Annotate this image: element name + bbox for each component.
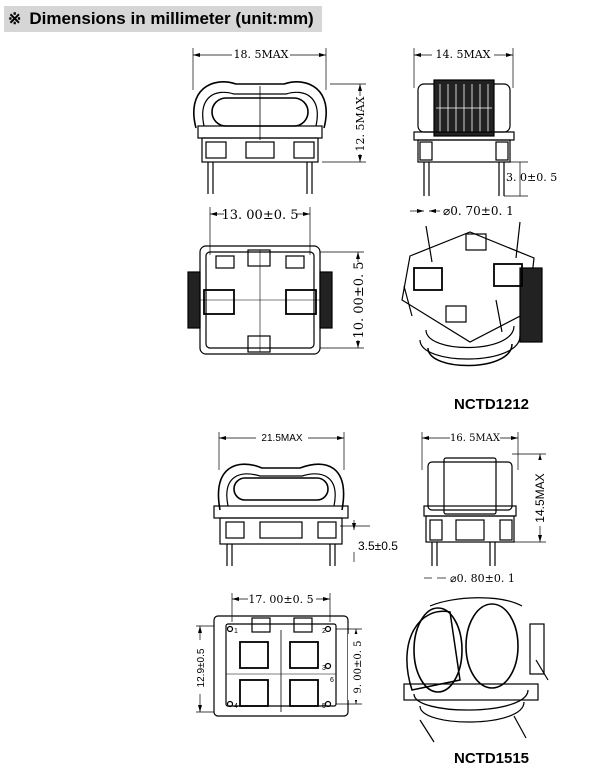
nctd1212-depth-label: 14. 5MAX [435, 48, 490, 61]
nctd1212-model-label: NCTD1212 [454, 396, 530, 413]
nctd1212-side-view [410, 44, 528, 213]
nctd1212-isometric-view [401, 221, 543, 367]
section-header: ※ Dimensions in millimeter (unit:mm) [4, 6, 322, 32]
nctd1212-pin-diameter-label: ⌀0. 70±0. 1 [443, 204, 514, 218]
nctd1212-pitch-y-label: 10. 00±0. 5 [352, 261, 367, 338]
nctd1212-width-label: 18. 5MAX [233, 48, 288, 61]
nctd1212-front-view [192, 44, 368, 194]
pin-number: 2 [322, 628, 326, 635]
nctd1515-pitch-y2-label: 12.9±0.5 [196, 648, 207, 687]
reference-mark-icon: ※ [8, 11, 22, 28]
nctd1515-side-view [421, 428, 548, 579]
nctd1515-width-label: 21.5MAX [261, 433, 302, 444]
nctd1212-pin-length-label: 3. 0±0. 5 [506, 171, 557, 184]
nctd1515-height-label: 14.5MAX [533, 473, 547, 522]
pin-number: 1 [234, 628, 238, 635]
nctd1515-pin-length-label: 3.5±0.5 [358, 539, 398, 553]
nctd1515-model-label: NCTD1515 [454, 750, 530, 767]
nctd1212-height-label: 12. 5MAX [354, 96, 367, 151]
nctd1515-pitch-x-label: 17. 00±0. 5 [248, 593, 313, 606]
pin-number: 3 [322, 665, 326, 672]
nctd1515-depth-label: 16. 5MAX [450, 433, 501, 444]
pin-number: 5 [322, 703, 326, 710]
section-title: Dimensions in millimeter (unit:mm) [29, 9, 314, 28]
pin-number: 4 [234, 703, 238, 710]
nctd1212-bottom-view [187, 204, 367, 355]
nctd1515-pin-diameter-label: ⌀0. 80±0. 1 [450, 572, 515, 585]
nctd1515-bottom-view [192, 590, 366, 717]
nctd1515-pitch-y-label: 9. 00±0. 5 [353, 641, 364, 694]
nctd1515-isometric-view [403, 597, 549, 743]
pin-number: 6 [330, 677, 334, 684]
nctd1515-front-view [213, 428, 370, 566]
nctd1212-pitch-x-label: 13. 00±0. 5 [221, 208, 298, 223]
